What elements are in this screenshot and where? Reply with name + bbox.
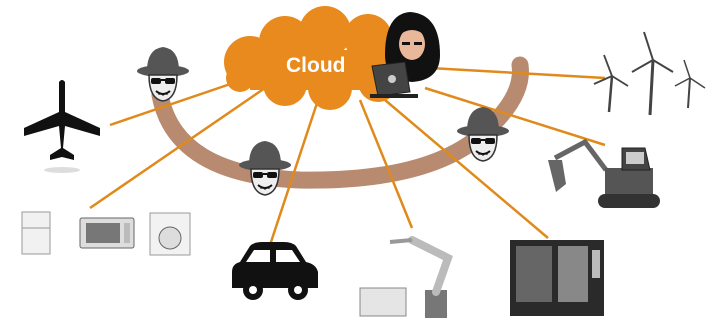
connection-line-airplane: [109, 76, 249, 127]
connection-line-cnc: [384, 99, 549, 239]
airplane-icon: [24, 80, 100, 173]
connection-line-appliances: [89, 86, 266, 210]
car-icon: [232, 242, 318, 300]
connection-line-robot: [358, 99, 414, 229]
microwave-icon: [79, 217, 135, 249]
connection-lines: [89, 66, 606, 246]
connection-line-car: [268, 99, 320, 246]
wind-turbines-icon: [593, 31, 706, 116]
connection-line-excavator: [424, 86, 606, 147]
hooded-hacker-laptop-icon: [370, 12, 440, 98]
cloud-label: Cloud: [286, 54, 345, 77]
refrigerator-icon: [21, 211, 51, 255]
excavator-icon: [548, 138, 660, 208]
threat-ring: [151, 56, 529, 189]
cnc-machine-icon: [510, 240, 604, 316]
industrial-robot-icon: [359, 236, 453, 318]
hacker-icon: [136, 46, 190, 102]
washing-machine-icon: [149, 212, 191, 256]
cloud: [224, 6, 424, 110]
connection-line-turbines: [429, 66, 606, 80]
home-appliances-icon: [21, 211, 191, 256]
